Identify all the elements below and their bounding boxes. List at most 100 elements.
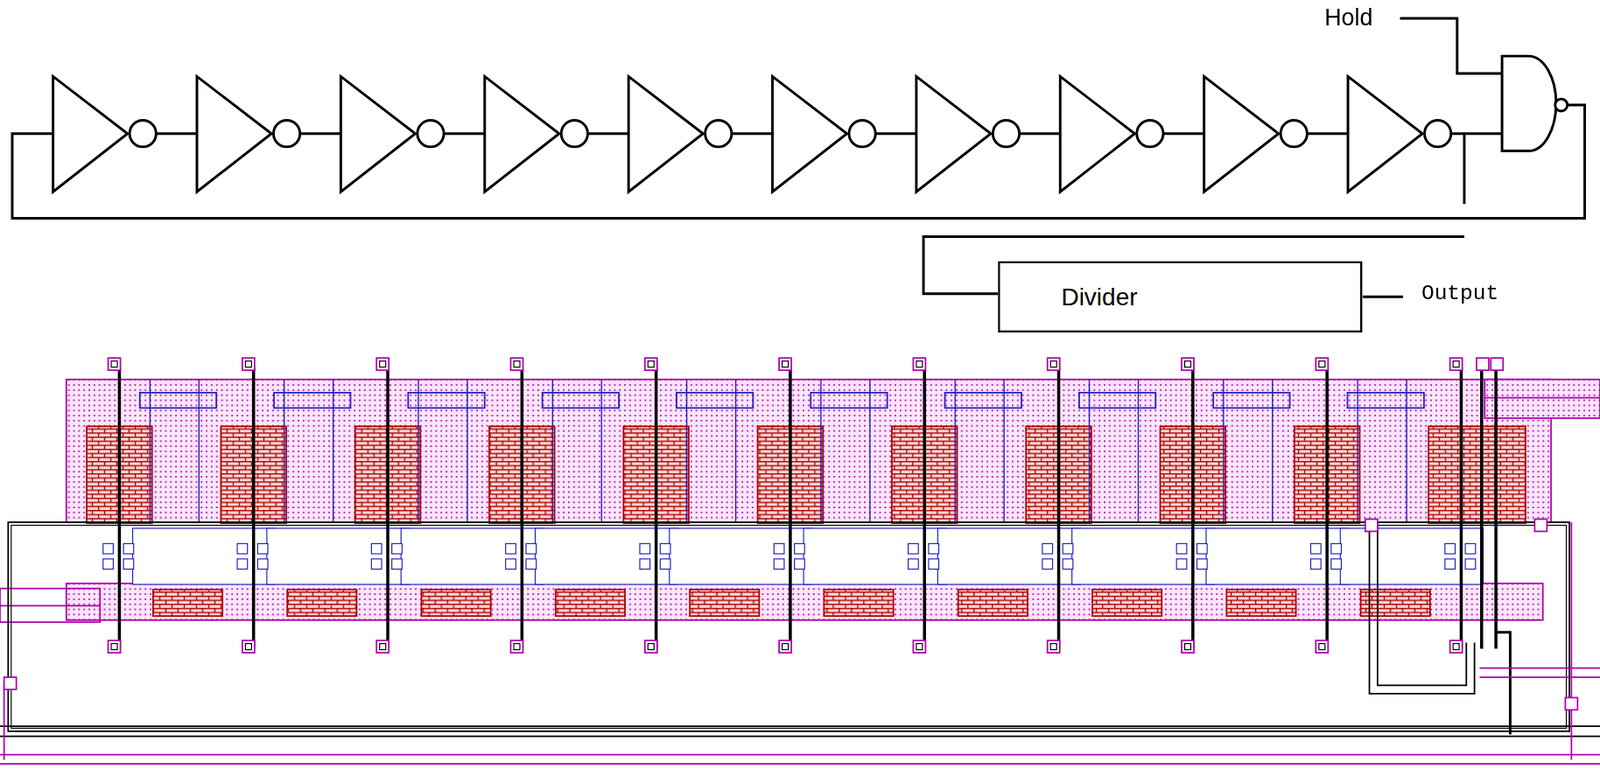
contact <box>513 644 520 651</box>
via <box>103 543 114 555</box>
output-wire <box>1361 295 1404 299</box>
via <box>1042 543 1053 555</box>
metal-line <box>1484 397 1600 400</box>
contact <box>782 644 789 651</box>
contact <box>1490 357 1503 371</box>
via <box>773 559 785 570</box>
n-diffusion <box>153 589 223 617</box>
contact <box>510 357 523 371</box>
via <box>1465 543 1476 555</box>
via <box>526 543 537 555</box>
contact <box>647 361 654 368</box>
metal-line <box>735 379 737 523</box>
metal-line <box>1377 522 1467 687</box>
contact <box>1050 644 1057 651</box>
metal-line <box>1222 379 1224 523</box>
poly-gate <box>788 367 792 650</box>
via <box>928 559 940 570</box>
contact <box>1050 361 1057 368</box>
via <box>1331 543 1342 555</box>
n-diffusion <box>689 589 759 617</box>
contact <box>108 357 121 371</box>
poly-gate <box>118 367 121 650</box>
via <box>257 559 268 570</box>
contact <box>108 640 121 653</box>
via <box>928 543 940 555</box>
n-diffusion <box>421 589 491 617</box>
contact <box>1185 361 1192 368</box>
metal-line <box>466 379 468 523</box>
n-diffusion <box>1226 589 1296 617</box>
contact-row <box>542 392 619 408</box>
via <box>1331 559 1342 570</box>
metal-line <box>1479 667 1600 670</box>
metal-line <box>869 379 871 523</box>
wire <box>875 132 917 135</box>
contact-row <box>810 392 887 408</box>
contact <box>4 677 17 690</box>
n-well-strap <box>1484 379 1600 419</box>
inverter-symbol <box>340 76 415 192</box>
metal-line <box>1405 379 1407 523</box>
wire <box>1306 132 1348 135</box>
via <box>794 559 806 570</box>
metal-line <box>417 379 419 523</box>
poly-gate <box>654 367 658 650</box>
metal-line <box>1495 632 1510 736</box>
via <box>1465 559 1476 570</box>
n-diffusion <box>555 589 625 617</box>
poly-gate <box>1494 367 1497 650</box>
via <box>908 559 920 570</box>
inverter-symbol <box>1204 76 1279 192</box>
contact-row <box>273 392 351 408</box>
poly-gate <box>252 367 255 650</box>
via <box>1197 543 1208 555</box>
route-outline <box>11 525 1567 729</box>
inverter-bubble <box>561 120 588 148</box>
metal-line <box>1369 522 1475 695</box>
via <box>908 543 920 555</box>
contact <box>916 644 923 651</box>
poly-gate <box>520 367 524 650</box>
contact <box>242 640 255 653</box>
via <box>659 559 671 570</box>
via <box>237 559 248 570</box>
inverter-symbol <box>1059 76 1135 192</box>
nand-bubble <box>1555 98 1568 112</box>
wire <box>1452 132 1502 135</box>
hold-wire <box>1400 18 1503 74</box>
via <box>773 543 785 555</box>
via <box>1197 559 1208 570</box>
via <box>794 543 806 555</box>
metal-line <box>1137 379 1139 523</box>
inverter-symbol <box>916 76 991 192</box>
contact <box>245 644 252 651</box>
contact <box>1315 640 1328 653</box>
p-diffusion <box>1428 426 1526 524</box>
n-diffusion <box>958 589 1028 617</box>
poly-gate <box>922 367 926 650</box>
contact <box>1476 357 1489 371</box>
contact <box>1319 644 1326 651</box>
contact <box>916 361 923 368</box>
contact <box>1365 519 1378 532</box>
contact <box>1450 640 1463 653</box>
via <box>1062 543 1074 555</box>
via <box>505 543 517 555</box>
via <box>392 559 403 570</box>
wire <box>300 132 342 135</box>
metal-line <box>1570 522 1572 761</box>
inverter-bubble <box>1136 120 1164 148</box>
metal-rail <box>0 763 1600 765</box>
wire <box>1163 132 1205 135</box>
inverter-symbol <box>628 76 703 192</box>
contact <box>1185 644 1192 651</box>
contact <box>376 640 389 653</box>
contact <box>111 644 118 651</box>
contact <box>1450 357 1463 371</box>
metal-line <box>552 379 554 523</box>
poly-gate <box>1459 367 1463 650</box>
inverter-symbol <box>196 76 272 192</box>
contact-row <box>407 392 485 408</box>
